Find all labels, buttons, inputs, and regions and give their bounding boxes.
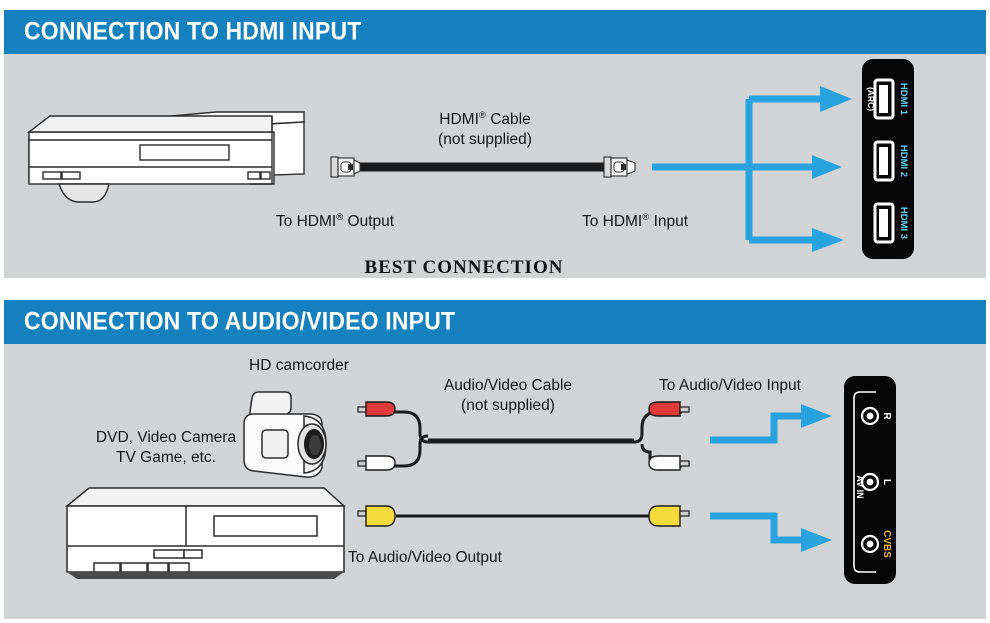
rca-plug-yellow-left: [357, 505, 396, 527]
av-jack-cvbs: CVBS: [860, 530, 892, 558]
port-hdmi-3: HDMI 3: [873, 202, 909, 244]
av-source-label-line1: DVD, Video Camera: [95, 429, 237, 446]
av-jack-r: R: [860, 406, 892, 426]
section-av-header: CONNECTION TO AUDIO/VIDEO INPUT: [4, 300, 986, 344]
av-jack-cvbs-label: CVBS: [881, 530, 892, 558]
av-source-device-illustration: [64, 487, 346, 579]
av-source-label-line2: TV Game, etc.: [116, 449, 216, 466]
av-arrowheads: [801, 404, 832, 552]
dvd-player-illustration: [26, 111, 305, 203]
hd-camcorder-illustration: [243, 391, 327, 478]
hdmi-input-label: To HDMI® Input: [581, 211, 689, 230]
rca-plug-yellow-right: [648, 505, 690, 527]
port-hdmi-2: HDMI 2: [873, 140, 909, 182]
rca-plug-red-left: [357, 401, 396, 417]
hdmi-connector-left: [330, 156, 361, 178]
best-connection-note: BEST CONNECTION: [364, 257, 564, 278]
rca-plug-red-right: [648, 401, 690, 417]
av-in-group-label: AV IN: [855, 475, 865, 498]
hdmi-connector-right: [603, 156, 636, 178]
av-cable-label-line1: Audio/Video Cable: [443, 377, 573, 394]
port-hdmi-2-label: HDMI 2: [898, 145, 909, 177]
port-hdmi-1-arc-label: (ARC): [866, 87, 876, 111]
hdmi-arrowheads: [812, 86, 852, 252]
section-av-connection: CONNECTION TO AUDIO/VIDEO INPUT: [4, 300, 986, 619]
port-hdmi-3-label: HDMI 3: [898, 207, 909, 239]
av-jack-l-label: L: [881, 479, 892, 485]
registered-mark-icon: ®: [642, 211, 650, 223]
section-hdmi-body: HDMI 1 (ARC) HDMI 2 HDMI 3: [4, 54, 986, 278]
rca-plug-white-right: [648, 455, 690, 471]
section-hdmi-connection: CONNECTION TO HDMI INPUT: [4, 10, 986, 278]
port-hdmi-1-label: HDMI 1: [898, 83, 909, 116]
hdmi-cable: [330, 156, 636, 178]
av-cable-label-line2: (not supplied): [461, 397, 555, 414]
tv-hdmi-port-panel: HDMI 1 (ARC) HDMI 2 HDMI 3: [862, 59, 914, 259]
av-jack-l: L: [860, 472, 892, 492]
tv-av-in-panel: R L AV IN CVBS: [844, 376, 896, 584]
section-hdmi-title: CONNECTION TO HDMI INPUT: [24, 17, 362, 46]
av-to-output-label: To Audio/Video Output: [348, 549, 502, 566]
registered-mark-icon: ®: [336, 211, 344, 223]
hdmi-cable-label-line2: (not supplied): [438, 131, 532, 148]
section-av-title: CONNECTION TO AUDIO/VIDEO INPUT: [24, 307, 456, 336]
rca-plug-white-left: [357, 455, 396, 471]
section-av-body: R L AV IN CVBS: [4, 344, 986, 619]
av-signal-arrows: [710, 412, 804, 544]
port-hdmi-1: HDMI 1 (ARC): [866, 78, 909, 120]
hdmi-output-label: To HDMI® Output: [275, 211, 395, 230]
hdmi-cable-label-line1: HDMI® Cable: [439, 109, 531, 128]
section-hdmi-header: CONNECTION TO HDMI INPUT: [4, 10, 986, 54]
registered-mark-icon: ®: [478, 109, 486, 121]
av-jack-r-label: R: [881, 412, 892, 420]
hdmi-diagram-canvas: HDMI 1 (ARC) HDMI 2 HDMI 3: [26, 59, 914, 259]
hdmi-signal-arrows: [652, 95, 824, 244]
video-cable: [357, 505, 690, 527]
av-to-input-label: To Audio/Video Input: [659, 377, 801, 394]
av-diagram-canvas: R L AV IN CVBS: [64, 376, 896, 584]
hd-camcorder-label: HD camcorder: [249, 357, 349, 374]
